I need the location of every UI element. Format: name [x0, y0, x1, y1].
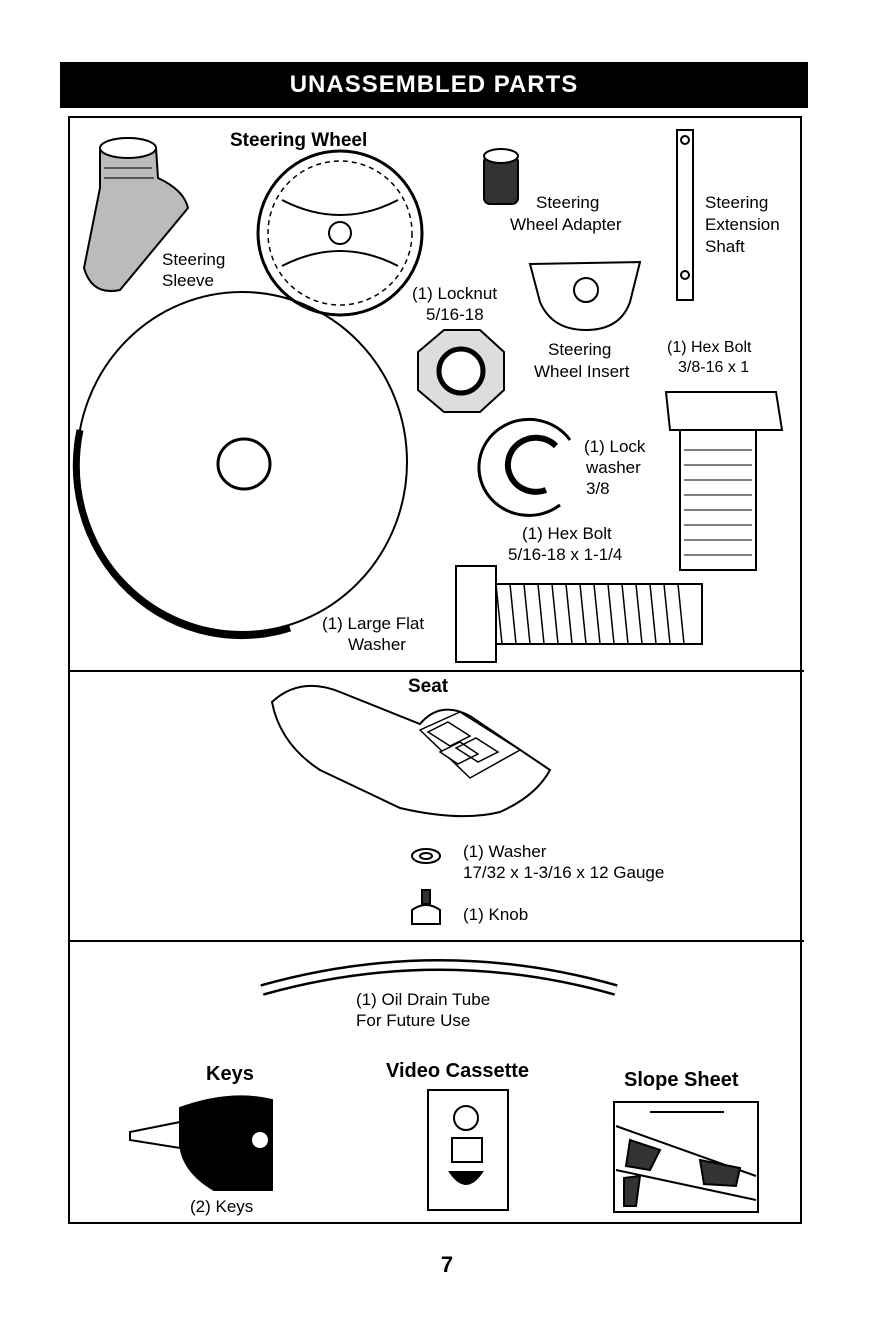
video-cassette-heading: Video Cassette	[386, 1060, 530, 1082]
keys-caption: (2) Keys	[190, 1197, 254, 1216]
steering-wheel-adapter-icon	[483, 148, 519, 205]
locknut-icon	[417, 329, 505, 413]
steering-wheel-insert-label-1: Steering	[548, 340, 612, 359]
washer-label-1: (1) Washer	[463, 842, 547, 861]
locknut-label-1: (1) Locknut	[412, 284, 498, 303]
steering-extension-shaft-label-2: Extension	[705, 215, 780, 234]
hex-bolt-large-label-1: (1) Hex Bolt	[667, 339, 752, 356]
lock-washer-label-1: (1) Lock	[584, 437, 646, 456]
hex-bolt-small-icon	[455, 565, 703, 663]
steering-sleeve-icon	[82, 137, 190, 292]
lock-washer-label-2: washer	[586, 458, 641, 477]
hex-bolt-small-label-2: 5/16-18 x 1-1/4	[508, 545, 623, 564]
section-divider-top	[68, 670, 804, 672]
video-cassette-icon	[427, 1089, 509, 1211]
steering-extension-shaft-icon	[676, 129, 694, 301]
large-flat-washer-label-1: (1) Large Flat	[322, 614, 425, 633]
steering-extension-shaft-label-3: Shaft	[705, 237, 745, 256]
section-divider-bottom	[68, 940, 804, 942]
oil-drain-tube-label-1: (1) Oil Drain Tube	[356, 990, 491, 1009]
lock-washer-icon	[477, 417, 572, 517]
knob-label: (1) Knob	[463, 905, 529, 924]
steering-sleeve-label-2: Sleeve	[162, 271, 214, 290]
steering-wheel-icon	[256, 149, 424, 317]
slope-sheet-heading: Slope Sheet	[624, 1069, 739, 1091]
seat-icon	[270, 685, 552, 818]
slope-sheet-icon	[613, 1101, 759, 1213]
steering-wheel-insert-label-2: Wheel Insert	[534, 362, 630, 381]
steering-wheel-insert-icon	[528, 260, 642, 332]
page-title: UNASSEMBLED PARTS	[60, 62, 808, 108]
oil-drain-tube-label-2: For Future Use	[356, 1011, 471, 1030]
page-number: 7	[440, 1252, 454, 1277]
keys-heading: Keys	[206, 1063, 254, 1085]
large-flat-washer-label-2: Washer	[348, 635, 406, 654]
hex-bolt-large-label-2: 3/8-16 x 1	[678, 359, 750, 376]
steering-wheel-adapter-label-1: Steering	[536, 193, 600, 212]
steering-wheel-label: Steering Wheel	[230, 130, 368, 151]
knob-icon	[411, 889, 441, 925]
steering-sleeve-label-1: Steering	[162, 250, 226, 269]
locknut-label-2: 5/16-18	[426, 305, 484, 324]
steering-extension-shaft-label-1: Steering	[705, 193, 769, 212]
washer-icon	[411, 848, 441, 864]
large-flat-washer-icon	[72, 291, 408, 640]
key-icon	[129, 1095, 273, 1191]
lock-washer-label-3: 3/8	[586, 479, 610, 498]
hex-bolt-large-icon	[664, 391, 784, 571]
washer-label-2: 17/32 x 1-3/16 x 12 Gauge	[463, 863, 665, 882]
hex-bolt-small-label-1: (1) Hex Bolt	[522, 524, 612, 543]
seat-label: Seat	[408, 676, 449, 697]
oil-drain-tube-icon	[260, 959, 618, 996]
steering-wheel-adapter-label-2: Wheel Adapter	[510, 215, 622, 234]
